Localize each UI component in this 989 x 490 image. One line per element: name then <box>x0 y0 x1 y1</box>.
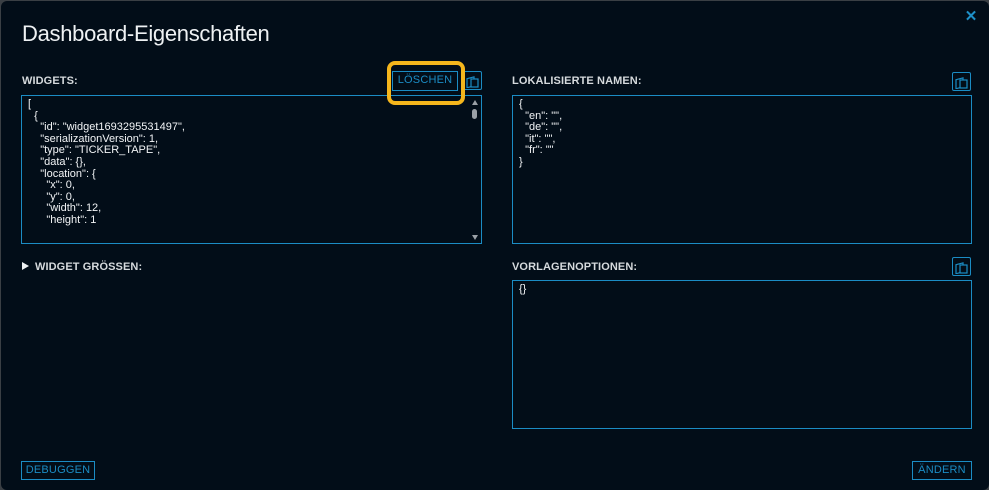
localized-names-label: LOKALISIERTE NAMEN: <box>512 75 642 87</box>
widgets-scrollbar[interactable] <box>469 97 481 243</box>
scroll-up-arrow-icon[interactable] <box>472 100 478 105</box>
widgets-json-editor[interactable]: [ { "id": "widget1693295531497", "serial… <box>21 95 482 244</box>
change-button[interactable]: ÄNDERN <box>912 461 972 480</box>
expand-triangle-icon[interactable] <box>22 262 29 270</box>
debug-button[interactable]: DEBUGGEN <box>21 461 95 480</box>
copy-template-options-button[interactable] <box>952 257 971 276</box>
scroll-down-arrow-icon[interactable] <box>472 235 478 240</box>
localized-names-json-editor[interactable]: { "en": "", "de": "", "it": "", "fr": ""… <box>512 95 972 244</box>
copy-widgets-button[interactable] <box>463 71 482 90</box>
template-options-json-editor[interactable]: {} <box>512 280 972 429</box>
close-icon[interactable]: ✕ <box>964 8 978 25</box>
template-options-label: VORLAGENOPTIONEN: <box>512 261 638 273</box>
dialog-title: Dashboard-Eigenschaften <box>22 21 270 46</box>
copy-localized-names-button[interactable] <box>952 72 971 91</box>
clear-widgets-button[interactable]: LÖSCHEN <box>392 71 458 91</box>
copy-icon <box>466 76 479 88</box>
widgets-label: WIDGETS: <box>22 75 78 87</box>
widget-sizes-label[interactable]: WIDGET GRÖSSEN: <box>35 261 143 273</box>
copy-icon <box>955 262 968 274</box>
scroll-thumb[interactable] <box>472 109 477 119</box>
copy-icon <box>955 77 968 89</box>
